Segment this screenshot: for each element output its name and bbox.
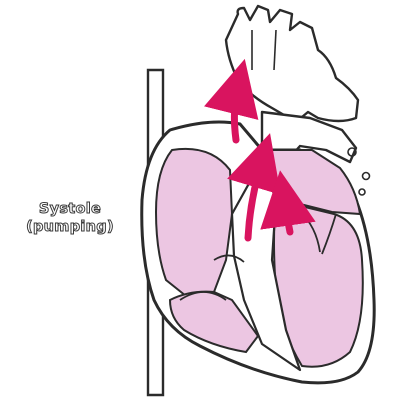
aorta (226, 6, 358, 122)
right-atrium (156, 149, 232, 296)
arrow-aortic (234, 86, 238, 140)
